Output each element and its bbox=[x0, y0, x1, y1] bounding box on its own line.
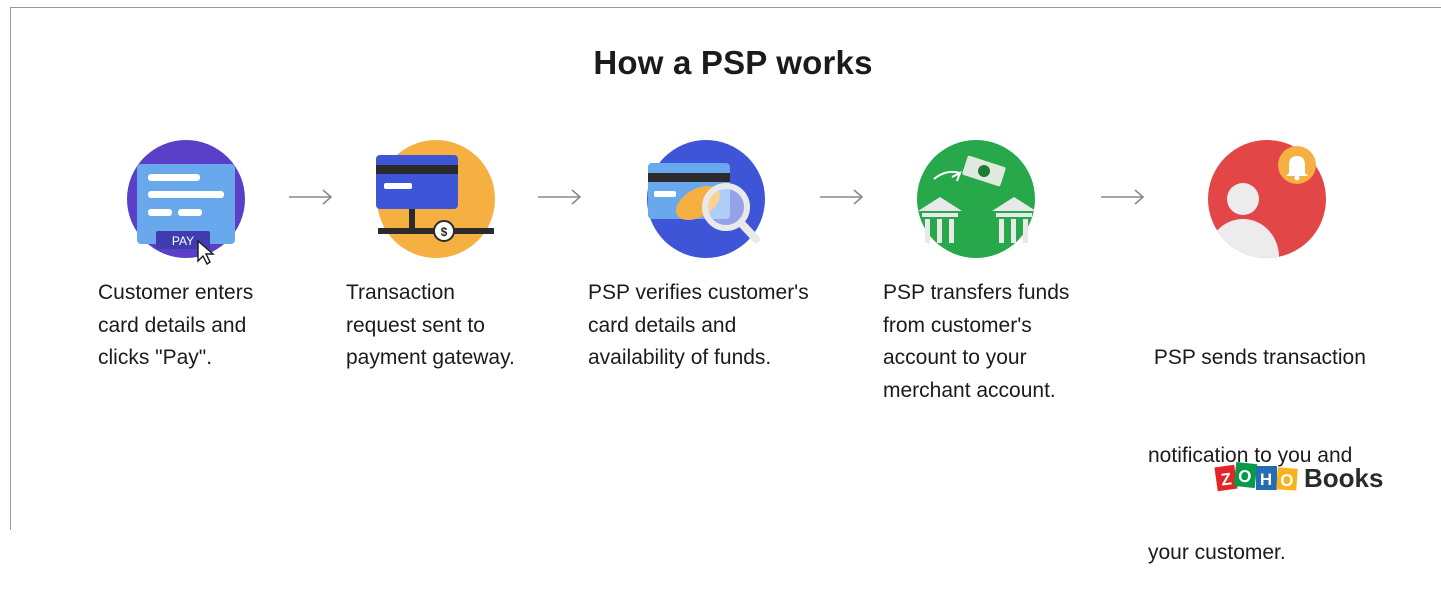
step-3-text: PSP verifies customer's card details and… bbox=[588, 281, 809, 369]
card-verify-icon bbox=[646, 139, 766, 259]
cursor-icon bbox=[197, 239, 215, 266]
step-1-text: Customer enters card details and clicks … bbox=[98, 281, 254, 369]
arrow-right-icon bbox=[820, 189, 864, 205]
card-network-icon: $ bbox=[376, 139, 496, 259]
arrow-right-icon bbox=[289, 189, 333, 205]
svg-text:O: O bbox=[1237, 466, 1252, 486]
step-5-text: PSP sends transaction notification to yo… bbox=[1148, 346, 1366, 564]
step-2-text: Transaction request sent to payment gate… bbox=[346, 281, 515, 369]
payment-form-icon: PAY bbox=[126, 139, 246, 266]
notification-icon bbox=[1207, 139, 1327, 259]
coin-label: $ bbox=[441, 225, 448, 239]
step4-circle bbox=[917, 140, 1035, 258]
arrow-right-icon bbox=[538, 189, 582, 205]
content-frame bbox=[10, 7, 1441, 530]
svg-text:H: H bbox=[1260, 470, 1272, 489]
pay-label: PAY bbox=[172, 234, 194, 248]
bank-transfer-icon bbox=[916, 139, 1036, 259]
step-4-text: PSP transfers funds from customer's acco… bbox=[883, 281, 1070, 402]
svg-text:Z: Z bbox=[1220, 469, 1233, 489]
arrow-right-icon bbox=[1101, 189, 1145, 205]
page-title: How a PSP works bbox=[593, 44, 873, 81]
logo-product-name: Books bbox=[1304, 463, 1383, 493]
zoho-books-logo: Z O H O Books bbox=[1214, 459, 1389, 495]
svg-text:O: O bbox=[1280, 471, 1295, 491]
